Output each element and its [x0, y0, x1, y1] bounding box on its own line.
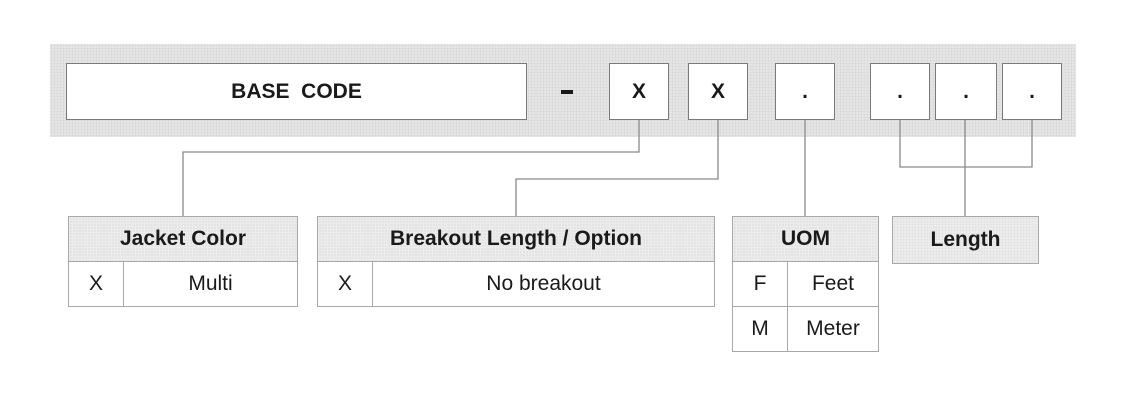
jacket-color-slot: X: [609, 63, 669, 120]
breakout-slot-label: X: [710, 79, 725, 103]
jacket-color-table: Jacket Color X Multi: [68, 216, 298, 307]
uom-slot: .: [775, 63, 835, 120]
base-code-label: BASE CODE: [231, 79, 362, 103]
length-slot-3-label: .: [1029, 79, 1035, 103]
uom-value-meter: Meter: [787, 306, 879, 352]
jacket-color-slot-label: X: [631, 79, 646, 103]
length-slot-3: .: [1002, 63, 1062, 120]
breakout-code: X: [317, 261, 373, 307]
length-slot-1: .: [870, 63, 930, 120]
length-header: Length: [892, 216, 1039, 264]
table-row: M Meter: [732, 306, 879, 352]
uom-code-feet: F: [732, 261, 788, 307]
uom-code-meter: M: [732, 306, 788, 352]
table-row: F Feet: [732, 261, 879, 307]
uom-value-feet: Feet: [787, 261, 879, 307]
jacket-color-code: X: [68, 261, 124, 307]
breakout-connector: [515, 120, 719, 216]
length-slot-2: .: [935, 63, 997, 120]
jacket-color-header: Jacket Color: [68, 216, 298, 262]
length-bracket: [899, 120, 1033, 168]
jacket-color-value: Multi: [123, 261, 298, 307]
separator-dash: [561, 90, 573, 94]
uom-slot-label: .: [802, 79, 808, 103]
breakout-table: Breakout Length / Option X No breakout: [317, 216, 715, 307]
uom-table: UOM F Feet M Meter: [732, 216, 879, 352]
uom-header: UOM: [732, 216, 879, 262]
length-slot-1-label: .: [897, 79, 903, 103]
table-row: X Multi: [68, 261, 298, 307]
breakout-header: Breakout Length / Option: [317, 216, 715, 262]
length-header-label: Length: [930, 228, 1001, 251]
jacket-connector: [182, 120, 640, 216]
table-row: X No breakout: [317, 261, 715, 307]
base-code-box: BASE CODE: [66, 63, 527, 120]
breakout-slot: X: [688, 63, 748, 120]
length-slot-2-label: .: [963, 79, 969, 103]
breakout-value: No breakout: [372, 261, 715, 307]
